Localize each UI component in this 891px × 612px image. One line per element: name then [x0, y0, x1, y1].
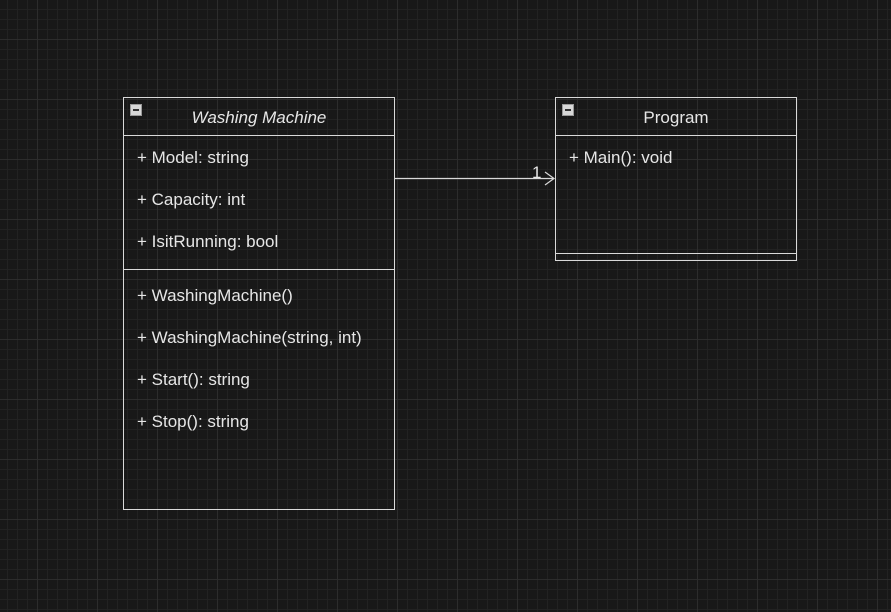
class-name: Program	[643, 108, 709, 127]
collapse-icon[interactable]	[130, 104, 142, 116]
method-constructor-params[interactable]: + WashingMachine(string, int)	[137, 328, 362, 347]
class-name: Washing Machine	[191, 108, 327, 127]
arrowhead-icon	[544, 171, 556, 186]
class-washing-machine[interactable]: Washing Machine + Model: string + Capaci…	[123, 97, 395, 510]
section-divider	[556, 253, 796, 254]
section-divider	[124, 269, 394, 270]
class-header: Washing Machine	[124, 98, 394, 136]
collapse-icon[interactable]	[562, 104, 574, 116]
multiplicity-label: 1	[532, 163, 542, 182]
attribute-model[interactable]: + Model: string	[137, 148, 249, 167]
class-header: Program	[556, 98, 796, 136]
method-start[interactable]: + Start(): string	[137, 370, 250, 389]
class-program[interactable]: Program + Main(): void	[555, 97, 797, 261]
method-constructor[interactable]: + WashingMachine()	[137, 286, 293, 305]
attribute-capacity[interactable]: + Capacity: int	[137, 190, 246, 209]
attribute-is-running[interactable]: + IsitRunning: bool	[137, 232, 279, 251]
method-main[interactable]: + Main(): void	[569, 148, 673, 167]
method-stop[interactable]: + Stop(): string	[137, 412, 249, 431]
